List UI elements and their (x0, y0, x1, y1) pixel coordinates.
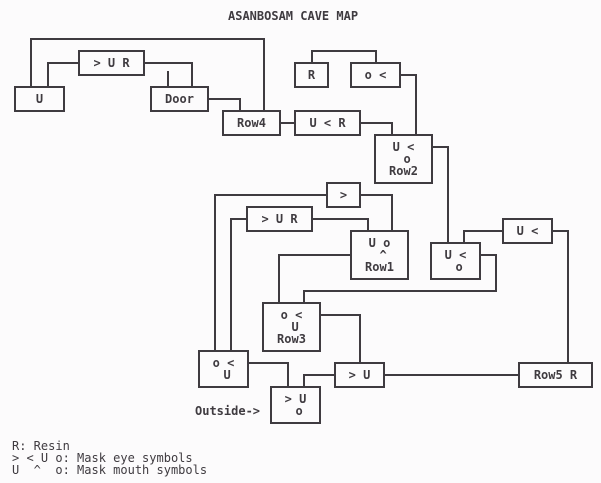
room-box (78, 50, 145, 76)
room-label: o < (281, 308, 303, 322)
room-box (150, 86, 209, 112)
room-u-lt-right: U < (502, 218, 553, 244)
room-gt-u-r-mid: > U R (246, 206, 313, 232)
legend-resin: R: Resin (12, 439, 70, 453)
room-gt-u-r-top: > U R (78, 50, 145, 76)
room-u-top-left: U (14, 86, 65, 112)
room-door: Door (150, 86, 209, 112)
passage-line (311, 50, 377, 63)
room-box (350, 62, 401, 88)
passage-line (552, 230, 569, 363)
room-box (502, 218, 553, 244)
room-box (222, 110, 281, 136)
room-u-lt-r: U < R (294, 110, 361, 136)
passage-line (463, 230, 503, 243)
passage-line (320, 314, 361, 363)
room-gt-u-o-entrance: > U o (270, 386, 321, 424)
entrance-label: Outside-> (195, 404, 260, 418)
room-box (198, 350, 249, 388)
room-label: U < (445, 248, 467, 262)
room-label: o (288, 404, 302, 418)
room-label: U (216, 368, 230, 382)
room-box (374, 134, 433, 184)
room-row5: Row5 R (518, 362, 593, 388)
room-label: U o (369, 236, 391, 250)
room-label: Row2 (389, 164, 418, 178)
passages (30, 38, 569, 387)
passage-line (30, 38, 265, 111)
passage-line (214, 194, 327, 351)
room-label: ^ (372, 248, 386, 262)
room-label: U < (393, 140, 415, 154)
passage-line (432, 146, 449, 243)
room-label: > U (349, 368, 371, 382)
room-label: > (340, 188, 347, 202)
room-label: Row3 (277, 332, 306, 346)
passage-line (303, 374, 335, 387)
room-label: > U R (261, 212, 298, 226)
room-label: o (448, 260, 462, 274)
passage-line (248, 362, 289, 387)
room-r-top: R (294, 62, 329, 88)
passage-line (360, 122, 393, 135)
room-box (334, 362, 385, 388)
room-label: Row1 (365, 260, 394, 274)
room-o-lt-top: o < (350, 62, 401, 88)
room-box (350, 230, 409, 280)
room-label: U < R (309, 116, 346, 130)
room-box (430, 242, 481, 280)
legend: R: Resin > < U o: Mask eye symbols U ^ o… (12, 440, 207, 476)
room-box (518, 362, 593, 388)
passage-line (230, 218, 247, 351)
room-gt-u-bottom: > U (334, 362, 385, 388)
passage-line (144, 62, 193, 87)
passage-line (303, 254, 497, 303)
room-box (14, 86, 65, 112)
legend-mouth-symbols: U ^ o: Mask mouth symbols (12, 463, 208, 477)
passage-line (278, 254, 351, 303)
room-label: > U (285, 392, 307, 406)
room-row4: Row4 (222, 110, 281, 136)
map-title: ASANBOSAM CAVE MAP (228, 9, 358, 23)
room-label: R (308, 68, 316, 82)
room-box (326, 182, 361, 208)
room-label: o < (365, 68, 387, 82)
room-box (270, 386, 321, 424)
room-row1: U o ^Row1 (350, 230, 409, 280)
room-label: U < (517, 224, 539, 238)
room-label: U (284, 320, 298, 334)
room-gt-mid: > (326, 182, 361, 208)
room-box (294, 62, 329, 88)
room-o-lt-u: o < U (198, 350, 249, 388)
room-label: Row5 R (534, 368, 578, 382)
passage-line (400, 74, 417, 135)
room-label: Row4 (237, 116, 266, 130)
room-label: Door (165, 92, 194, 106)
room-box (246, 206, 313, 232)
passage-line (208, 98, 241, 111)
passage-line (312, 218, 369, 231)
passage-line (360, 194, 393, 231)
room-box (294, 110, 361, 136)
room-label: o (396, 152, 410, 166)
room-u-lt-o: U < o (430, 242, 481, 280)
room-label: > U R (93, 56, 130, 70)
passage-line (47, 62, 79, 87)
room-label: U (36, 92, 43, 106)
room-label: o < (213, 356, 235, 370)
room-box (262, 302, 321, 352)
legend-eye-symbols: > < U o: Mask eye symbols (12, 451, 193, 465)
